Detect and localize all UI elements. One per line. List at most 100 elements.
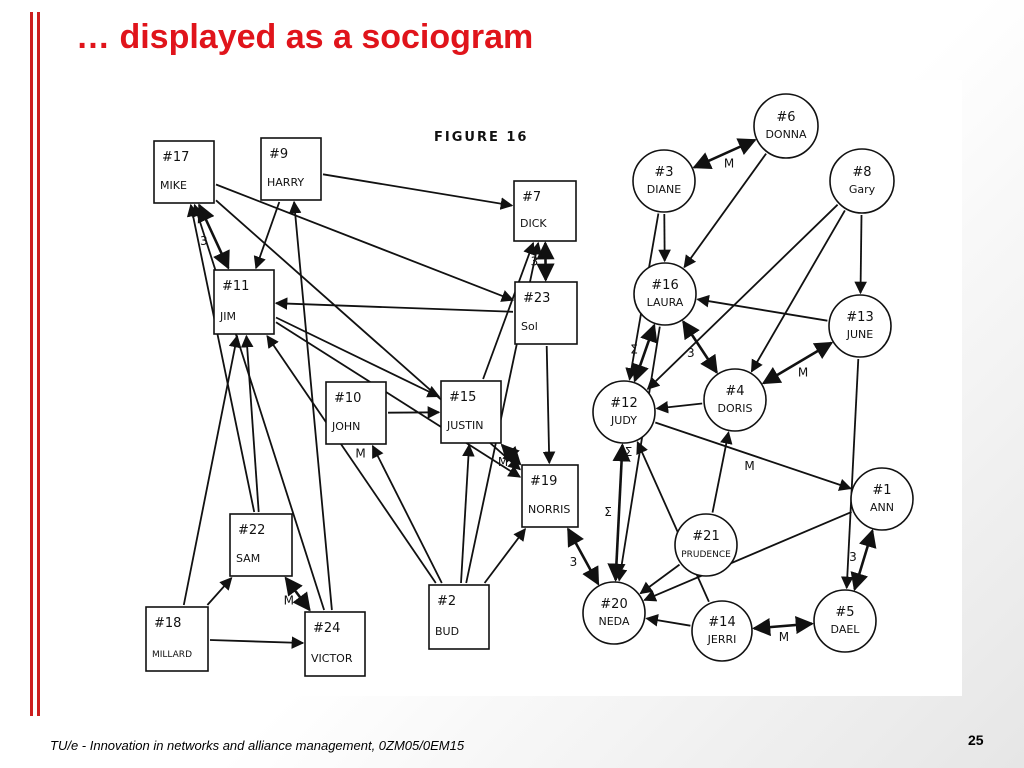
edge-n22-n17: [186, 203, 256, 513]
left-red-rule: [30, 12, 33, 716]
node-outline: [592, 380, 656, 444]
edge-n9-n7: [322, 173, 514, 210]
edge-label: Σ: [625, 445, 633, 459]
node-number: #5: [835, 605, 854, 620]
edge-label: M: [724, 157, 734, 171]
node-outline: [850, 467, 914, 531]
node-number: #1: [872, 483, 891, 498]
node-outline: [260, 137, 322, 201]
node-number: #17: [162, 150, 189, 165]
edge-n15-n7: [482, 241, 536, 380]
edge-n17-n23: [215, 183, 515, 302]
edge-n4-n13: [761, 341, 834, 385]
edge-n8-n4: [750, 209, 846, 373]
node-name: Gary: [849, 183, 876, 196]
page-number: 25: [968, 732, 984, 748]
node-name: DAEL: [831, 623, 861, 636]
node-outline: [304, 611, 366, 677]
node-number: #2: [437, 594, 456, 609]
edge-label: M: [355, 446, 365, 460]
node-number: #19: [530, 474, 557, 489]
node-name: NEDA: [599, 615, 630, 628]
node-outline: [691, 600, 753, 662]
edge-n11-n15: [275, 316, 441, 398]
edge-n8-n12: [646, 204, 839, 390]
edge-n12-n1: [655, 421, 852, 491]
node-number: #20: [600, 597, 627, 612]
node-outline: [828, 294, 892, 358]
node-name: VICTOR: [311, 652, 353, 665]
node-name: ANN: [870, 501, 894, 514]
node-outline: [813, 589, 877, 653]
edge-n16-n4: [682, 319, 718, 375]
edge-n2-n15: [460, 443, 475, 584]
node-number: #7: [522, 190, 541, 205]
node-name: BUD: [435, 625, 459, 638]
figure-caption: FIGURE 16: [434, 130, 528, 145]
edge-n2-n19: [483, 527, 526, 584]
edge-n21-n4: [711, 431, 733, 513]
node-number: #21: [692, 529, 719, 544]
edge-n4-n12: [655, 400, 703, 414]
edge-label: M: [744, 459, 754, 473]
node-name: DORIS: [718, 402, 753, 415]
edge-label: M: [284, 594, 294, 608]
node-name: HARRY: [267, 176, 304, 189]
node-number: #15: [449, 390, 476, 405]
node-number: #13: [846, 310, 873, 325]
node-number: #23: [523, 291, 550, 306]
edge-n24-n9: [288, 200, 333, 611]
node-name: JUNE: [846, 328, 874, 341]
edge-label: 3: [687, 346, 695, 360]
node-name: Sol: [521, 320, 538, 333]
node-name: JUDY: [610, 414, 637, 427]
node-outline: [513, 180, 577, 242]
node-number: #9: [269, 147, 288, 162]
node-number: #4: [725, 384, 744, 399]
node-number: #18: [154, 616, 181, 631]
node-name: MILLARD: [152, 650, 192, 660]
edge-label: M: [779, 630, 789, 644]
node-number: #3: [654, 165, 673, 180]
node-name: DIANE: [647, 183, 681, 196]
left-red-rule-inner: [37, 12, 40, 716]
footer-text: TU/e - Innovation in networks and allian…: [50, 738, 465, 753]
edge-n13-n16: [696, 294, 828, 322]
node-number: #16: [651, 278, 678, 293]
node-number: #6: [776, 110, 795, 125]
edge-n18-n22: [206, 577, 233, 606]
edge-n1-n5: [850, 528, 877, 592]
node-number: #22: [238, 523, 265, 538]
edge-n6-n16: [683, 153, 767, 269]
node-name: MIKE: [160, 179, 187, 192]
node-name: JUSTIN: [446, 419, 483, 432]
node-outline: [633, 262, 697, 326]
edge-label: 3: [570, 555, 578, 569]
edge-n19-n20: [566, 527, 600, 586]
node-outline: [153, 140, 215, 204]
node-outline: [521, 464, 579, 528]
edge-n3-n6: [692, 138, 757, 169]
node-number: #8: [852, 165, 871, 180]
node-name: DONNA: [765, 128, 807, 141]
node-outline: [829, 148, 895, 214]
node-outline: [428, 584, 490, 650]
node-outline: [753, 93, 819, 159]
edge-n18-n11: [182, 334, 242, 606]
edge-label: M: [798, 366, 808, 380]
edge-label: 3: [200, 234, 208, 248]
node-number: #14: [708, 615, 735, 630]
